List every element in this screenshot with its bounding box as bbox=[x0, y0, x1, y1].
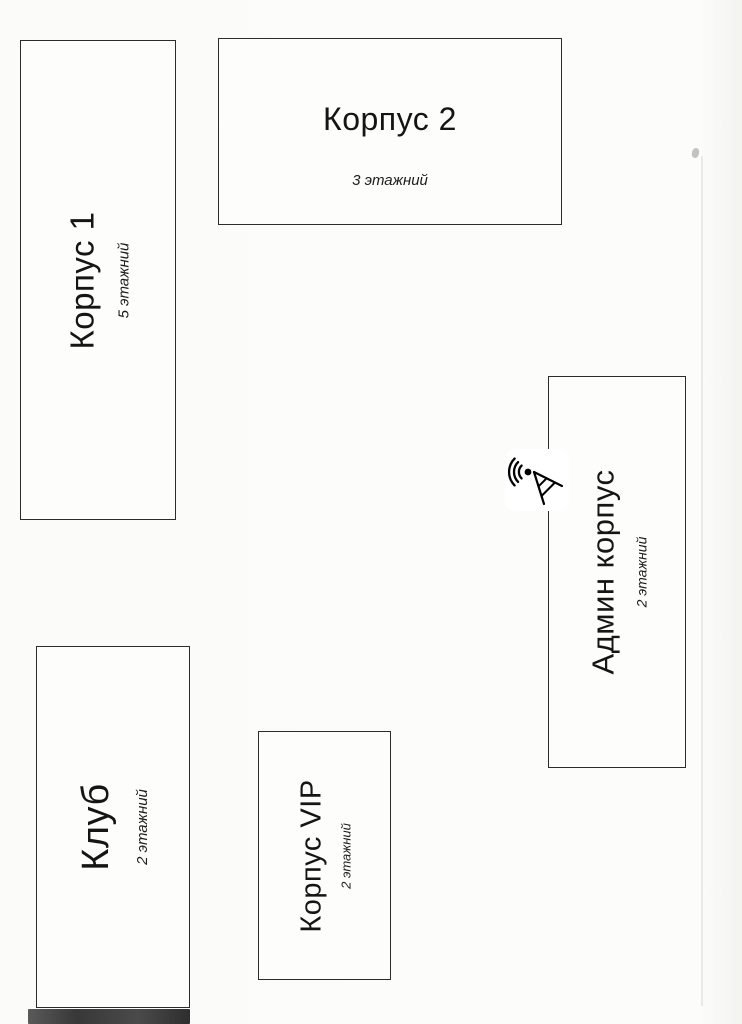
building-label-group: Корпус 2 3 этажний bbox=[323, 75, 457, 189]
building-label-group: Корпус 1 5 этажний bbox=[63, 211, 132, 349]
building-admin-korpus: Админ корпус 2 этажний bbox=[548, 376, 686, 768]
building-floors: 2 этажний bbox=[134, 789, 151, 865]
building-korpus-2: Корпус 2 3 этажний bbox=[218, 38, 562, 225]
building-korpus-vip: Корпус VIP 2 этажний bbox=[258, 731, 391, 980]
scan-artifact-line bbox=[701, 156, 703, 1006]
building-name: Клуб bbox=[75, 783, 117, 871]
radio-antenna-icon bbox=[504, 448, 570, 512]
building-name: Корпус 1 bbox=[63, 211, 101, 349]
building-label-group: Админ корпус 2 этажний bbox=[585, 470, 649, 675]
building-label-group: Клуб 2 этажний bbox=[75, 783, 151, 871]
building-name: Корпус 2 bbox=[323, 100, 457, 137]
building-floors: 2 этажний bbox=[633, 536, 649, 608]
building-name: Админ корпус bbox=[585, 469, 620, 675]
building-floors: 5 этажний bbox=[115, 242, 133, 318]
building-label-group: Корпус VIP 2 этажний bbox=[296, 779, 354, 932]
building-korpus-1: Корпус 1 5 этажний bbox=[20, 40, 176, 520]
building-floors: 3 этажний bbox=[352, 171, 428, 189]
scan-artifact-mark bbox=[690, 147, 701, 159]
scan-artifact-strip bbox=[28, 1009, 190, 1024]
building-klub: Клуб 2 этажний bbox=[36, 646, 190, 1008]
building-name: Корпус VIP bbox=[295, 778, 328, 933]
building-floors: 2 этажний bbox=[338, 822, 354, 889]
